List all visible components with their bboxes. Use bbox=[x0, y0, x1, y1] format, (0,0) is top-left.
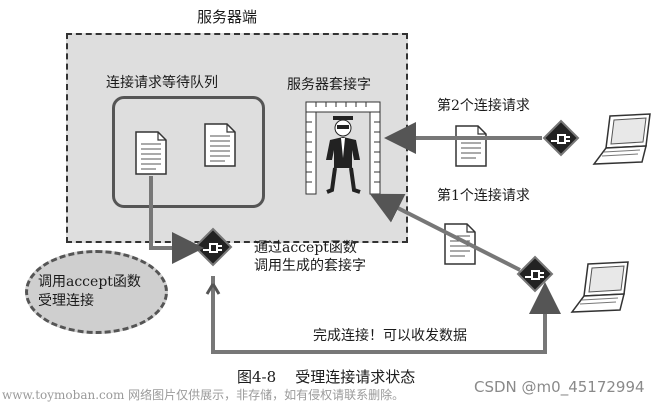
accept-socket-label-line2: 调用生成的套接字 bbox=[254, 258, 366, 274]
client-2-plug-icon bbox=[542, 119, 580, 157]
server-side-label: 服务器端 bbox=[197, 8, 258, 26]
request-2-label: 第2个连接请求 bbox=[437, 98, 530, 114]
watermark-right: CSDN @m0_45172994 bbox=[474, 378, 645, 396]
accept-call-label-line2: 受理连接 bbox=[38, 293, 94, 309]
data-connection-line bbox=[211, 276, 561, 354]
connection-complete-label: 完成连接！可以收发数据 bbox=[313, 328, 467, 344]
accept-call-callout bbox=[25, 250, 168, 334]
request-1-label: 第1个连接请求 bbox=[437, 188, 530, 204]
client-1-laptop-icon bbox=[570, 261, 629, 313]
queue-to-accept-arrow bbox=[149, 176, 204, 264]
accept-socket-label-line1: 通过accept函数 bbox=[254, 240, 357, 256]
server-socket-gatekeeper-icon bbox=[305, 101, 381, 195]
request-queue-label: 连接请求等待队列 bbox=[106, 75, 218, 91]
server-socket-label: 服务器套接字 bbox=[287, 77, 371, 93]
queued-request-document-2-icon bbox=[204, 123, 236, 167]
figure-caption: 图4-8 受理连接请求状态 bbox=[237, 368, 416, 386]
accept-call-label-line1: 调用accept函数 bbox=[38, 274, 141, 290]
request-1-arrow bbox=[369, 193, 521, 272]
watermark-left: www.toymoban.com 网络图片仅供展示，非存储，如有侵权请联系删除。 bbox=[2, 388, 405, 402]
queued-request-document-1-icon bbox=[135, 131, 167, 175]
client-2-laptop-icon bbox=[592, 113, 651, 165]
